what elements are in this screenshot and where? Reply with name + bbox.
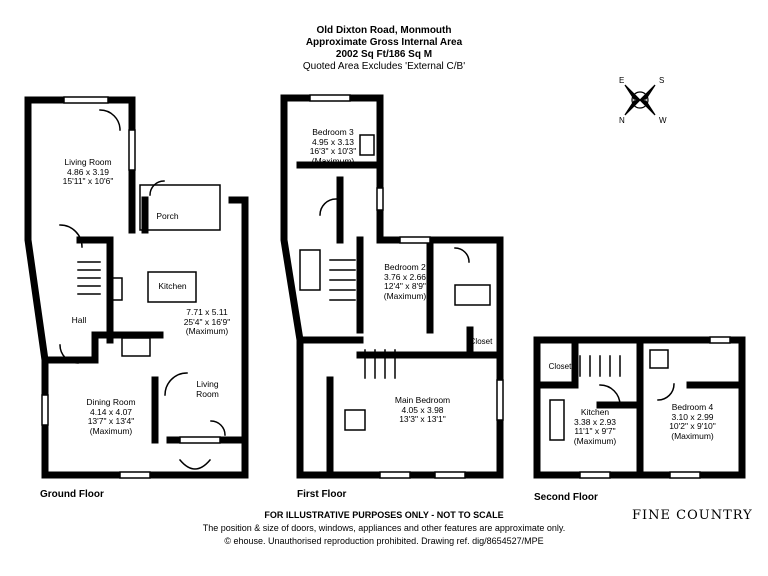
room-living-room: Living Room 4.86 x 3.19 15'11" x 10'6" — [62, 157, 114, 186]
area-value: 2002 Sq Ft/186 Sq M — [335, 49, 433, 60]
room-living-room-2: Living Room — [196, 379, 219, 399]
first-floor-thin — [299, 134, 491, 431]
room-closet-sf: Closet — [548, 362, 572, 371]
compass-west-label: W — [659, 116, 667, 125]
area-title: Approximate Gross Internal Area — [305, 37, 463, 48]
floor-label-ground: Ground Floor — [40, 489, 104, 500]
ground-floor-windows — [41, 96, 221, 479]
compass-south-label: S — [659, 76, 665, 85]
room-dining-room: Dining Room 4.14 x 4.07 13'7" x 13'4" (M… — [86, 397, 136, 436]
compass-rose-icon — [624, 84, 656, 116]
area-note: Quoted Area Excludes 'External C/B' — [302, 61, 466, 72]
compass-east-label: E — [619, 76, 625, 85]
footer-disclaimer: FOR ILLUSTRATIVE PURPOSES ONLY - NOT TO … — [264, 510, 504, 520]
room-main-bedroom: Main Bedroom 4.05 x 3.98 13'3" x 13'1" — [394, 395, 451, 424]
fine-country-logo: FINE COUNTRY — [632, 508, 753, 523]
room-hall: Hall — [71, 315, 87, 325]
ground-floor-walls — [24, 96, 249, 479]
ground-floor-thin — [59, 109, 226, 470]
first-floor-walls — [280, 94, 504, 479]
second-floor-windows — [579, 336, 731, 479]
footer-line-3: © ehouse. Unauthorised reproduction proh… — [224, 536, 544, 546]
footer-notes: FOR ILLUSTRATIVE PURPOSES ONLY - NOT TO … — [140, 509, 628, 548]
footer-line-2: The position & size of doors, windows, a… — [202, 523, 566, 533]
address: Old Dixton Road, Monmouth — [316, 25, 452, 36]
first-floor-windows — [309, 94, 504, 479]
floor-label-first: First Floor — [297, 489, 347, 500]
room-bedroom-4: Bedroom 4 3.10 x 2.99 10'2" x 9'10" (Max… — [669, 402, 716, 441]
compass-north-label: N — [619, 116, 625, 125]
plan-header: Old Dixton Road, Monmouth Approximate Gr… — [200, 25, 568, 73]
floor-label-second: Second Floor — [534, 492, 598, 503]
second-floor-thin — [549, 349, 675, 441]
room-kitchen-sf: Kitchen 3.38 x 2.93 11'1" x 9'7" (Maximu… — [573, 407, 617, 446]
room-kitchen-label: Kitchen — [158, 281, 187, 291]
room-kitchen-dims: 7.71 x 5.11 25'4" x 16'9" (Maximum) — [183, 307, 231, 336]
room-bedroom-2: Bedroom 2 3.76 x 2.66 12'4" x 8'9" (Maxi… — [383, 262, 427, 301]
room-bedroom-3: Bedroom 3 4.95 x 3.13 16'3" x 10'3" (Max… — [309, 127, 357, 166]
room-closet-ff: Closet — [469, 337, 493, 346]
room-porch: Porch — [156, 211, 179, 221]
